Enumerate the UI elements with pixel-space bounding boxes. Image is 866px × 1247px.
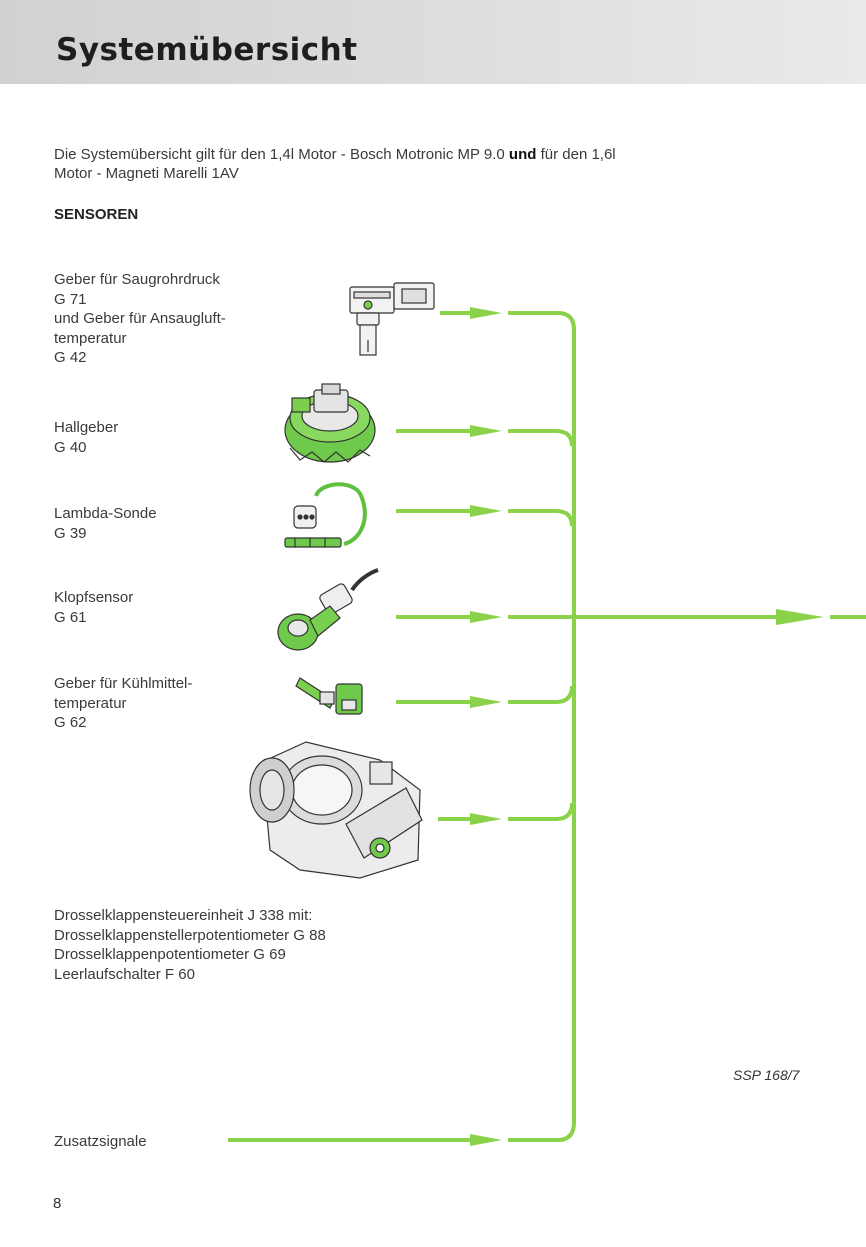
- label-hall-sensor: Hallgeber G 40: [54, 418, 118, 457]
- label-line: temperatur: [54, 694, 127, 712]
- lambda-sensor-icon: [284, 482, 367, 548]
- signal-throttle-unit: [438, 802, 574, 821]
- knock-sensor-icon: [277, 568, 379, 651]
- arrowhead-icon: [470, 425, 502, 437]
- label-lambda-sensor: Lambda-Sonde G 39: [54, 504, 157, 543]
- signal-hall-sensor: [396, 429, 574, 447]
- label-line: G 40: [54, 438, 87, 456]
- label-knock-sensor: Klopfsensor G 61: [54, 588, 133, 627]
- label-line: G 61: [54, 608, 87, 626]
- label-additional-signals: Zusatzsignale: [54, 1132, 147, 1152]
- signal-lambda-sensor: [396, 509, 574, 527]
- label-line: Klopfsensor: [54, 589, 134, 606]
- label-line: Lambda-Sonde: [54, 505, 157, 522]
- throttle-unit-icon: [249, 741, 423, 879]
- arrowhead-icon: [470, 1134, 502, 1146]
- label-line: und Geber für Ansaugluft-: [54, 310, 226, 327]
- map-sensor-icon: [349, 282, 435, 356]
- signal-arrowheads: [470, 307, 824, 1146]
- label-line: Geber für Saugrohrdruck: [54, 271, 220, 288]
- label-coolant-sensor: Geber für Kühlmittel- temperatur G 62: [54, 674, 192, 733]
- coolant-sensor-icon: [295, 677, 363, 715]
- signal-lines: [228, 311, 866, 1142]
- label-line: Hallgeber: [54, 419, 119, 436]
- label-line: Geber für Kühlmittel-: [54, 675, 193, 692]
- label-line: Drosselklappenpotentiometer G 69: [54, 946, 286, 963]
- signal-additional: [228, 1121, 576, 1142]
- output-arrowhead-icon: [776, 609, 824, 625]
- label-line: temperatur: [54, 329, 127, 347]
- section-title-sensors: SENSOREN: [54, 206, 139, 223]
- arrowhead-icon: [470, 813, 502, 825]
- label-line: G 71: [54, 290, 87, 308]
- intro-line1-b: für den 1,6l: [536, 146, 616, 163]
- intro-text: Die Systemübersicht gilt für den 1,4l Mo…: [54, 145, 754, 183]
- intro-line1-a: Die Systemübersicht gilt für den 1,4l Mo…: [54, 146, 509, 163]
- intro-line1-bold: und: [508, 146, 537, 163]
- page-title: Systemübersicht: [56, 32, 358, 68]
- label-line: G 39: [54, 524, 87, 542]
- title-band: [0, 0, 866, 84]
- label-line: Drosselklappensteuereinheit J 338 mit:: [54, 907, 313, 924]
- label-line: Drosselklappenstellerpotentiometer G 88: [54, 926, 326, 944]
- arrowhead-icon: [470, 696, 502, 708]
- arrowhead-icon: [470, 505, 502, 517]
- intro-line2: Motor - Magneti Marelli 1AV: [54, 165, 239, 182]
- signal-coolant-sensor: [396, 685, 574, 704]
- label-map-sensor: Geber für Saugrohrdruck G 71 und Geber f…: [54, 270, 226, 368]
- arrowhead-icon: [470, 307, 502, 319]
- signal-map-sensor: [440, 311, 576, 1122]
- label-throttle-unit: Drosselklappensteuereinheit J 338 mit: D…: [54, 906, 326, 984]
- figure-reference: SSP 168/7: [733, 1067, 800, 1083]
- label-line: G 42: [54, 349, 87, 366]
- arrowhead-icon: [470, 611, 502, 623]
- hall-sensor-icon: [284, 383, 376, 463]
- label-line: Leerlaufschalter F 60: [54, 965, 195, 983]
- label-line: Zusatzsignale: [54, 1133, 147, 1150]
- label-line: G 62: [54, 714, 87, 731]
- page-number: 8: [53, 1195, 62, 1212]
